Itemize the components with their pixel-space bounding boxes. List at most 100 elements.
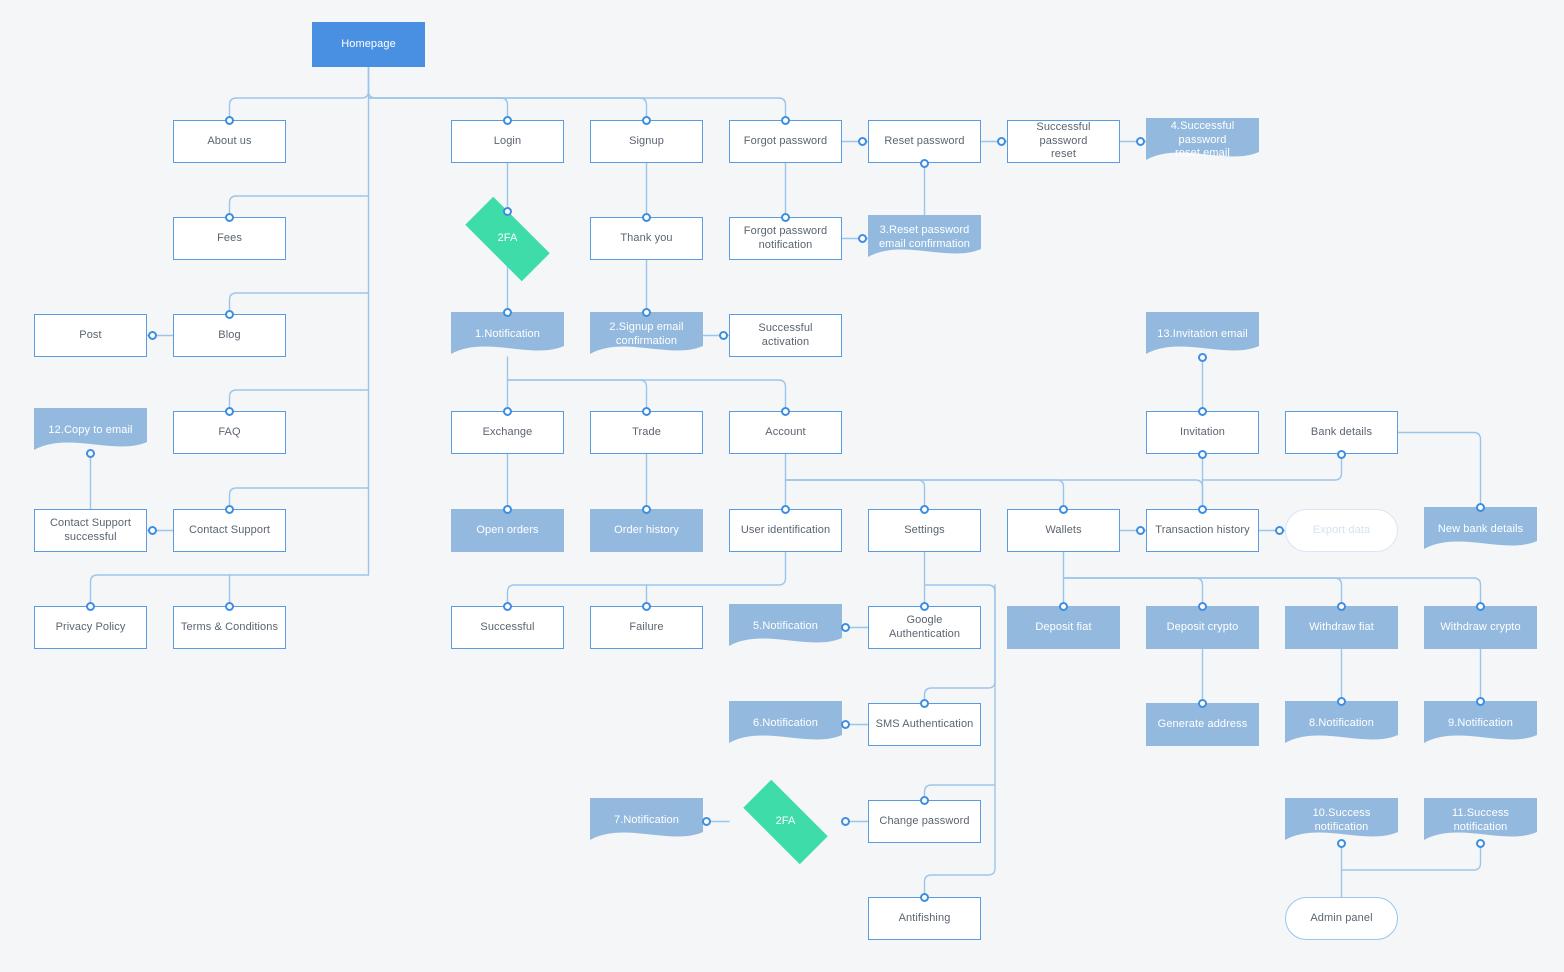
node-settings[interactable]: Settings <box>868 509 981 552</box>
connector-port-contact-support-successful-out[interactable] <box>147 526 157 535</box>
connector-port-settings[interactable] <box>920 504 929 514</box>
connector-port-new-bank-details-top[interactable] <box>1476 502 1485 512</box>
connector-port-failure[interactable] <box>642 601 651 611</box>
connector-port-notification-8[interactable] <box>1337 696 1346 706</box>
node-privacy-policy[interactable]: Privacy Policy <box>34 606 147 649</box>
node-success-reset-email[interactable]: 4.Successful password reset email <box>1146 118 1259 163</box>
node-fees[interactable]: Fees <box>173 217 286 260</box>
node-notification-5[interactable]: 5.Notification <box>729 604 842 649</box>
node-google-authentication[interactable]: Google Authentication <box>868 606 981 649</box>
connector-port-wallets[interactable] <box>1059 504 1068 514</box>
node-success-notification-10[interactable]: 10.Success notification <box>1285 798 1398 843</box>
connector-port-invitation[interactable] <box>1198 406 1207 416</box>
connector-port-2fa-login-top[interactable] <box>503 206 512 216</box>
connector-port-open-orders[interactable] <box>503 504 512 514</box>
connector-port-success-notification-11-bottom[interactable] <box>1476 838 1485 848</box>
node-antifishing[interactable]: Antifishing <box>868 897 981 940</box>
node-reset-password[interactable]: Reset password <box>868 120 981 163</box>
connector-port-deposit-fiat[interactable] <box>1059 601 1068 611</box>
connector-port-forgot-password[interactable] <box>781 115 790 125</box>
connector-port-about-us[interactable] <box>225 115 234 125</box>
connector-port-reset-password-in[interactable] <box>857 137 867 146</box>
connector-port-success-reset-email-in[interactable] <box>1135 137 1145 146</box>
node-failure[interactable]: Failure <box>590 606 703 649</box>
node-contact-support[interactable]: Contact Support <box>173 509 286 552</box>
node-wallets[interactable]: Wallets <box>1007 509 1120 552</box>
connector-port-notification-9[interactable] <box>1476 696 1485 706</box>
node-generate-address[interactable]: Generate address <box>1146 703 1259 746</box>
connector-port-withdraw-crypto[interactable] <box>1476 601 1485 611</box>
node-deposit-crypto[interactable]: Deposit crypto <box>1146 606 1259 649</box>
connector-port-blog[interactable] <box>225 309 234 319</box>
connector-port-change-password[interactable] <box>920 795 929 805</box>
node-2fa-password[interactable]: 2FA <box>729 779 842 865</box>
node-faq[interactable]: FAQ <box>173 411 286 454</box>
node-withdraw-fiat[interactable]: Withdraw fiat <box>1285 606 1398 649</box>
node-user-identification[interactable]: User identification <box>729 509 842 552</box>
node-successful-activation[interactable]: Successful activation <box>729 314 842 357</box>
node-signup-email-confirmation[interactable]: 2.Signup email confirmation <box>590 312 703 357</box>
connector-port-fees[interactable] <box>225 212 234 222</box>
connector-port-contact-support[interactable] <box>225 504 234 514</box>
connector-port-withdraw-fiat[interactable] <box>1337 601 1346 611</box>
node-new-bank-details[interactable]: New bank details <box>1424 507 1537 552</box>
connector-port-signup[interactable] <box>642 115 651 125</box>
node-sms-authentication[interactable]: SMS Authentication <box>868 703 981 746</box>
connector-port-bank-details-bottom[interactable] <box>1337 449 1346 459</box>
connector-port-exchange[interactable] <box>503 406 512 416</box>
connector-port-successful-password-reset-in[interactable] <box>996 137 1006 146</box>
node-thank-you[interactable]: Thank you <box>590 217 703 260</box>
node-notification-6[interactable]: 6.Notification <box>729 701 842 746</box>
node-successful[interactable]: Successful <box>451 606 564 649</box>
connector-port-signup-email-confirmation[interactable] <box>642 307 651 317</box>
connector-port-sms-authentication[interactable] <box>920 698 929 708</box>
node-notification-1[interactable]: 1.Notification <box>451 312 564 357</box>
node-about-us[interactable]: About us <box>173 120 286 163</box>
node-order-history[interactable]: Order history <box>590 509 703 552</box>
node-signup[interactable]: Signup <box>590 120 703 163</box>
node-login[interactable]: Login <box>451 120 564 163</box>
connector-port-post-out[interactable] <box>147 331 157 340</box>
node-exchange[interactable]: Exchange <box>451 411 564 454</box>
connector-port-faq[interactable] <box>225 406 234 416</box>
connector-port-deposit-crypto[interactable] <box>1198 601 1207 611</box>
node-homepage[interactable]: Homepage <box>312 22 425 67</box>
node-notification-9[interactable]: 9.Notification <box>1424 701 1537 746</box>
node-post[interactable]: Post <box>34 314 147 357</box>
connector-port-notification-5-out[interactable] <box>840 623 850 632</box>
connector-port-forgot-password-notification[interactable] <box>781 212 790 222</box>
node-contact-support-successful[interactable]: Contact Support successful <box>34 509 147 552</box>
connector-port-thank-you[interactable] <box>642 212 651 222</box>
node-open-orders[interactable]: Open orders <box>451 509 564 552</box>
connector-port-notification-7-out[interactable] <box>701 817 711 826</box>
node-notification-8[interactable]: 8.Notification <box>1285 701 1398 746</box>
node-trade[interactable]: Trade <box>590 411 703 454</box>
node-bank-details[interactable]: Bank details <box>1285 411 1398 454</box>
node-invitation-email[interactable]: 13.Invitation email <box>1146 312 1259 357</box>
node-account[interactable]: Account <box>729 411 842 454</box>
connector-port-copy-to-email-bottom[interactable] <box>86 448 95 458</box>
node-successful-password-reset[interactable]: Successful password reset <box>1007 120 1120 163</box>
node-copy-to-email[interactable]: 12.Copy to email <box>34 408 147 453</box>
connector-port-trade[interactable] <box>642 406 651 416</box>
connector-port-reset-password-out[interactable] <box>920 158 929 168</box>
connector-port-transaction-history[interactable] <box>1198 504 1207 514</box>
node-2fa-login[interactable]: 2FA <box>451 196 564 282</box>
connector-port-login[interactable] <box>503 115 512 125</box>
node-blog[interactable]: Blog <box>173 314 286 357</box>
node-reset-password-email-confirmation[interactable]: 3.Reset password email confirmation <box>868 215 981 260</box>
node-export-data[interactable]: Export data <box>1285 509 1398 552</box>
connector-port-transaction-history-in[interactable] <box>1135 526 1145 535</box>
node-success-notification-11[interactable]: 11.Success notification <box>1424 798 1537 843</box>
connector-port-notification-6-out[interactable] <box>840 720 850 729</box>
connector-port-2fa-password-out[interactable] <box>840 817 850 826</box>
connector-port-successful[interactable] <box>503 601 512 611</box>
connector-port-terms-conditions[interactable] <box>225 601 234 611</box>
connector-port-user-identification[interactable] <box>781 504 790 514</box>
connector-port-privacy-policy[interactable] <box>86 601 95 611</box>
node-deposit-fiat[interactable]: Deposit fiat <box>1007 606 1120 649</box>
node-change-password[interactable]: Change password <box>868 800 981 843</box>
node-withdraw-crypto[interactable]: Withdraw crypto <box>1424 606 1537 649</box>
connector-port-generate-address[interactable] <box>1198 698 1207 708</box>
node-admin-panel[interactable]: Admin panel <box>1285 897 1398 940</box>
